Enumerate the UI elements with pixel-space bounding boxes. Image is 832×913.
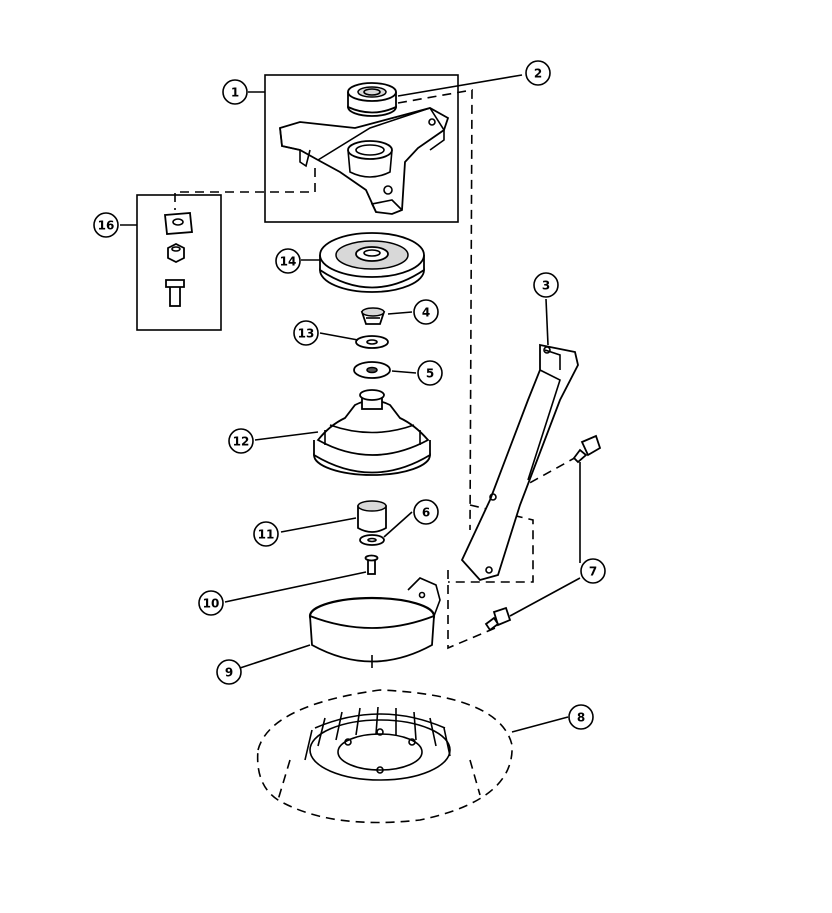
part-12-drive-assembly <box>313 389 431 476</box>
callout-4-label: 4 <box>422 306 430 320</box>
callout-4: 4 <box>413 299 439 325</box>
part-11-clutch-shoe <box>357 500 387 533</box>
callout-10: 10 <box>198 590 224 616</box>
callout-12: 12 <box>228 428 254 454</box>
callout-14-label: 14 <box>280 255 297 269</box>
callout-1-label: 1 <box>231 86 239 100</box>
callout-2: 2 <box>525 60 551 86</box>
callout-1: 1 <box>222 79 248 105</box>
part-16-hardware-kit <box>164 212 193 307</box>
part-1-group-box <box>264 74 459 223</box>
callout-13: 13 <box>293 320 319 346</box>
part-10-screw <box>364 554 379 575</box>
callout-3: 3 <box>533 272 559 298</box>
leader-lines <box>120 74 581 733</box>
part-14-pulley <box>319 232 425 293</box>
part-13-washer <box>355 335 389 349</box>
part-16-group-box <box>136 194 222 331</box>
callout-6-label: 6 <box>422 506 430 520</box>
callout-8-label: 8 <box>577 711 585 725</box>
callout-9: 9 <box>216 659 242 685</box>
callout-5: 5 <box>417 360 443 386</box>
callout-7-label: 7 <box>589 565 597 579</box>
callout-12-label: 12 <box>233 435 250 449</box>
callout-14: 14 <box>275 248 301 274</box>
callout-16-label: 16 <box>98 219 115 233</box>
callout-2-label: 2 <box>534 67 542 81</box>
callout-6: 6 <box>413 499 439 525</box>
part-7-bolt-lower <box>484 606 512 632</box>
callout-8: 8 <box>568 704 594 730</box>
callout-11: 11 <box>253 521 279 547</box>
callout-11-label: 11 <box>258 528 275 542</box>
callout-16: 16 <box>93 212 119 238</box>
part-6-washer <box>359 534 385 546</box>
callout-3-label: 3 <box>542 279 550 293</box>
part-3-bracket <box>460 343 579 582</box>
callout-7: 7 <box>580 558 606 584</box>
callout-10-label: 10 <box>203 597 220 611</box>
callout-5-label: 5 <box>426 367 434 381</box>
part-9-clamp-band <box>308 577 441 668</box>
part-8-tub <box>256 689 513 824</box>
callout-9-label: 9 <box>225 666 233 680</box>
part-1-bearing-housing <box>279 107 450 215</box>
part-2-bearing <box>347 82 397 117</box>
part-5-washer <box>353 361 391 379</box>
part-7-bolt-upper <box>572 434 602 464</box>
callout-13-label: 13 <box>298 327 315 341</box>
part-4-cone-nut <box>360 307 386 325</box>
